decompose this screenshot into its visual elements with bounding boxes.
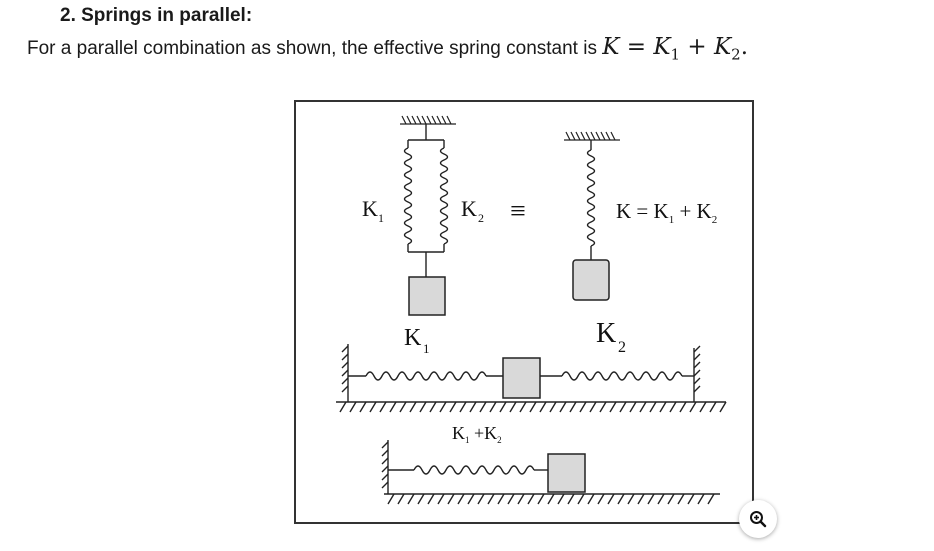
horiz-label-k1: K <box>404 325 422 351</box>
ceiling-left <box>400 115 456 125</box>
parallel-springs <box>403 124 449 277</box>
label-k1: K <box>362 196 378 221</box>
formula-end: . <box>740 34 749 60</box>
mass-right <box>572 259 610 301</box>
formula-k1: K <box>653 34 671 60</box>
zoom-in-icon <box>750 511 767 528</box>
combined-system <box>381 440 720 505</box>
horizontal-system <box>336 344 727 413</box>
combined-formula: K1 +K2 <box>452 423 502 445</box>
horiz-label-k1-sub: 1 <box>423 341 430 356</box>
intro-sentence: For a parallel combination as shown, the… <box>27 38 597 59</box>
formula-k2-sub: 2 <box>731 45 741 64</box>
intro-text: For a parallel combination as shown, the… <box>27 34 748 64</box>
equivalence-symbol: ≡ <box>510 196 526 227</box>
springs-figure: K 1 K 2 ≡ K = K1 + K2 K 1 K 2 <box>294 100 754 524</box>
mass-combined <box>547 453 586 493</box>
section-heading: 2. Springs in parallel: <box>60 5 253 26</box>
horiz-label-k2: K <box>596 318 616 349</box>
formula-lhs: K <box>602 34 620 60</box>
mass-left <box>408 276 446 316</box>
equiv-formula: K = K1 + K2 <box>616 199 717 226</box>
horiz-label-k2-sub: 2 <box>618 339 626 356</box>
formula: K = K1 + K2. <box>602 34 749 64</box>
label-k1-sub: 1 <box>378 211 384 225</box>
mass-horizontal <box>502 357 541 399</box>
zoom-button[interactable] <box>739 500 777 538</box>
label-k2-sub: 2 <box>478 211 484 225</box>
label-k2: K <box>461 196 477 221</box>
formula-k1-sub: 1 <box>670 45 681 64</box>
equivalent-spring <box>586 140 596 260</box>
formula-eq: = <box>626 34 647 60</box>
formula-k2: K <box>713 34 732 60</box>
springs-diagram: K 1 K 2 ≡ K = K1 + K2 K 1 K 2 <box>336 115 727 505</box>
formula-plus: + <box>687 34 707 60</box>
ceiling-right <box>564 131 620 141</box>
